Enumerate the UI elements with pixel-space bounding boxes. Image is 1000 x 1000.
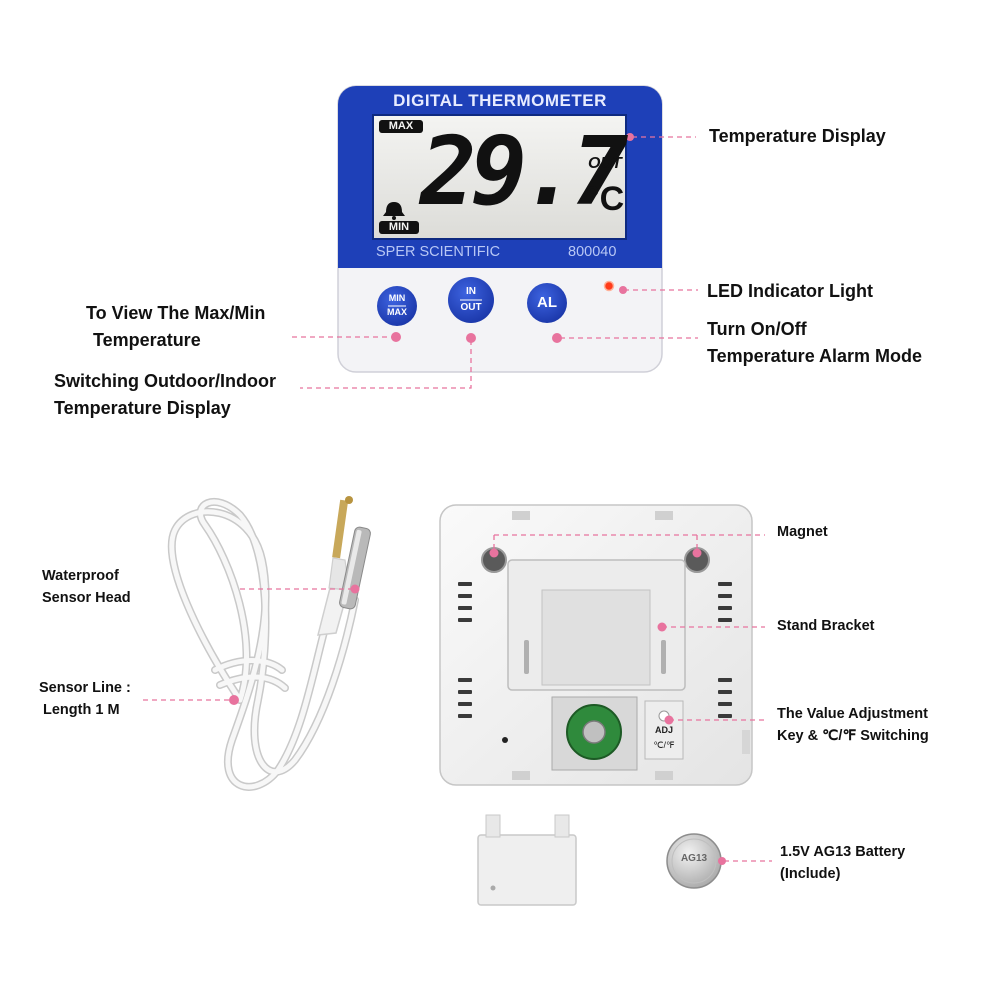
battery-cover — [477, 814, 577, 906]
minmax-button-label-bottom[interactable]: MAX — [387, 307, 407, 317]
inout-button-label-bottom[interactable]: OUT — [460, 302, 482, 313]
alarm-button[interactable] — [527, 283, 567, 323]
callout-battery-line1: 1.5V AG13 Battery — [780, 844, 906, 860]
alarm-bell-icon — [383, 202, 405, 220]
lcd-max-tag: MAX — [388, 120, 414, 132]
waterproof-sensor-head — [339, 526, 371, 610]
stand-bracket — [507, 559, 686, 691]
callout-sensor-line-line1: Sensor Line : — [39, 680, 131, 696]
callout-alarm-mode: Turn On/Off Temperature Alarm Mode — [707, 316, 922, 370]
callout-magnet: Magnet — [777, 524, 828, 540]
callout-adjust-line1: The Value Adjustment — [777, 706, 928, 722]
callout-adjust-key: The Value Adjustment Key & ℃/℉ Switching — [777, 703, 929, 747]
callout-sensor-line-line2: Length 1 M — [43, 702, 120, 718]
minmax-button-label-top[interactable]: MIN — [388, 293, 406, 303]
alarm-button-label[interactable]: AL — [537, 294, 557, 311]
callout-dots — [229, 133, 726, 865]
thermometer-front — [337, 85, 663, 373]
led-indicator-light — [603, 280, 615, 292]
sensor-cable — [167, 497, 359, 791]
callout-battery-line2: (Include) — [780, 866, 841, 882]
callout-sensor-head: Waterproof Sensor Head — [42, 565, 131, 609]
callout-stand-bracket: Stand Bracket — [777, 618, 875, 634]
device-brand: SPER SCIENTIFIC — [376, 244, 501, 260]
lcd-min-tag: MIN — [388, 221, 410, 233]
lcd-temperature-reading: 29.7 — [420, 118, 628, 227]
lcd-screen — [372, 114, 627, 240]
callout-sensor-head-line2: Sensor Head — [42, 590, 131, 606]
callout-sensor-head-line1: Waterproof — [42, 568, 119, 584]
callout-alarm-line2: Temperature Alarm Mode — [707, 346, 923, 366]
callout-alarm-line1: Turn On/Off — [707, 319, 807, 339]
battery-print: AG13 — [680, 853, 708, 864]
lcd-mode-out: OUT — [588, 155, 622, 172]
callout-switch-line1: Switching Outdoor/Indoor — [54, 371, 276, 391]
lcd-unit: °C — [586, 180, 625, 218]
callout-adjust-line2: Key & ℃/℉ Switching — [777, 728, 929, 744]
device-model: 800040 — [568, 244, 617, 260]
callout-view-maxmin: To View The Max/Min Temperature — [86, 300, 265, 354]
callout-lines — [143, 136, 772, 862]
callout-switch-in-out: Switching Outdoor/Indoor Temperature Dis… — [54, 368, 276, 422]
callout-sensor-line: Sensor Line : Length 1 M — [39, 677, 131, 721]
callout-view-maxmin-line2: Temperature — [93, 330, 201, 350]
callout-battery: 1.5V AG13 Battery (Include) — [780, 841, 905, 885]
inout-button-label-top[interactable]: IN — [466, 286, 476, 297]
callout-temperature-display: Temperature Display — [709, 126, 886, 146]
adj-label: ADJ — [654, 725, 673, 735]
callout-switch-line2: Temperature Display — [54, 398, 231, 418]
callout-led-indicator: LED Indicator Light — [707, 281, 873, 301]
unit-switch-label: ℃/℉ — [653, 740, 675, 750]
callout-view-maxmin-line1: To View The Max/Min — [86, 303, 266, 323]
device-header: DIGITAL THERMOMETER — [393, 91, 607, 110]
coin-battery — [666, 833, 722, 889]
thermometer-back — [439, 504, 753, 786]
